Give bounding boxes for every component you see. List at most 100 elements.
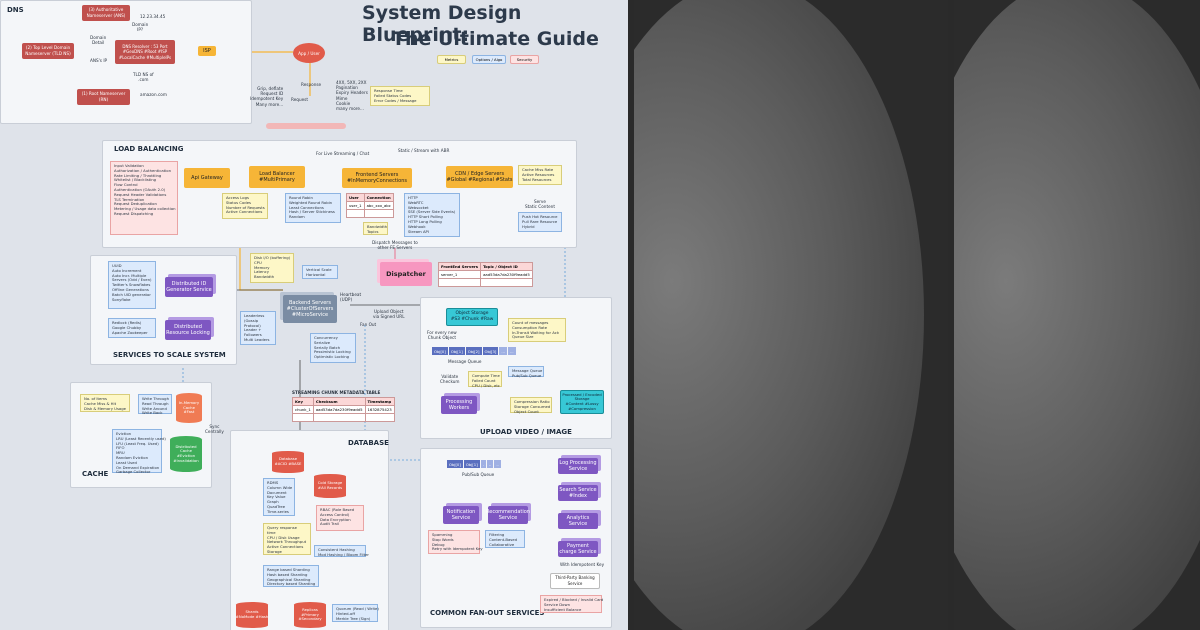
cache-title: CACHE <box>82 470 109 478</box>
ans-box: (3) Authoritative Nameserver (ANS) <box>82 5 130 21</box>
dns-ip-text: 12.23.34.45 <box>140 14 166 19</box>
static-stream-label: Static / Stream with ABR <box>398 148 450 153</box>
user-cell: user_1 <box>346 201 365 210</box>
metadata-table-title: STREAMING CHUNK METADATA TABLE <box>292 390 381 395</box>
title-line-2: The Ultimate Guide <box>392 28 599 50</box>
banking-errors-list: Expired / Blocked / Invalid Card Service… <box>540 595 603 613</box>
object-storage-box: Object Storage #S3 #Chunk #Raw <box>446 308 498 326</box>
legend-security: Security <box>510 55 539 64</box>
shards-cylinder: Shards #NoMode #Hash <box>236 602 268 628</box>
preview-panel-right <box>954 0 1200 630</box>
processing-workers-box: Processing Workers <box>441 396 477 414</box>
hashing-list: Consistent Hashing Mod Hashing / Bloom F… <box>314 545 369 557</box>
api-gateway-box: Api Gateway <box>184 168 230 188</box>
notification-options-list: Spamming Stop Words Debug Retry with Ide… <box>428 530 483 554</box>
pubsub-item: .. <box>486 460 494 468</box>
topic-header: Topic / Object ID <box>480 262 533 271</box>
timestamp-cell: 1632875423 <box>364 405 395 414</box>
fe-server-cell: server_1 <box>437 270 482 279</box>
fan-out-label: Fan Out <box>360 322 377 327</box>
validate-label: Validate Checkum <box>440 374 460 385</box>
every-chunk-label: For every new Chunk Object <box>427 330 457 341</box>
response-list: 4XX, 5XX, 2XX Pagination Expiry Headers … <box>336 80 368 112</box>
topic-cell: aad53da7da230f9eadd5 <box>480 270 533 279</box>
processed-storage-box: Processed / Encoded Storage #Content #Lo… <box>560 390 604 414</box>
storage-metrics-list: Count of messages Consumption Rate In-Tr… <box>508 318 566 342</box>
connection-header: Connection <box>363 193 394 202</box>
pubsub-item: Obj[1] <box>463 460 480 468</box>
concurrency-list: Concurrency Serialize Serially Batch Pes… <box>310 333 356 363</box>
message-queue: Obj[0] Obj[1] Obj[2] Obj[3] ... ... <box>432 347 516 355</box>
response-metrics: Response Time Failed Status Codes Error … <box>370 86 430 106</box>
replicas-cylinder: Replicas #Primary #Secondary <box>294 602 326 628</box>
quorum-list: Quorum (Read / Write) Hinted-off Merkle … <box>332 604 379 622</box>
db-security-list: RBAC (Role Based Access Control) Data En… <box>316 505 364 531</box>
dns-title: DNS <box>7 6 24 14</box>
notification-service-box: Notification Service <box>443 506 479 524</box>
payment-service-box: Payment charge Service <box>558 541 598 557</box>
sync-label: Sync Centrally <box>205 424 224 435</box>
preview-panel-left <box>634 0 948 630</box>
pubsub-label: Pub/Sub Queue <box>462 472 495 477</box>
bandwidth-topics: Bandwidth Topics <box>363 222 388 235</box>
timestamp-header: Timestamp <box>364 397 395 406</box>
backend-metrics-list: Disk I/O (buffering) CPU Memory Latency … <box>250 253 294 283</box>
sharding-list: Range based Sharding Hash based Sharding… <box>263 565 319 587</box>
compression-metrics-list: Compression Ratio Storage Consumed Objec… <box>510 397 552 413</box>
load-balancing-title: LOAD BALANCING <box>114 145 184 153</box>
message-queue-label: Message Queue <box>448 359 482 364</box>
cdn-metrics-list: Cache Miss Rate Active Resources Total R… <box>518 165 562 185</box>
domain-ip-text: Domain IP? <box>132 22 149 33</box>
request-bar <box>266 123 346 129</box>
upload-title: UPLOAD VIDEO / IMAGE <box>480 428 572 436</box>
pubsub-queue: Obj[0] Obj[1] . .. .. <box>447 460 501 468</box>
log-processing-box: Log Processing Service <box>558 458 598 474</box>
processing-metrics-list: Compute Time Failed Count CPU / Disk, et… <box>468 371 502 387</box>
checksum-header: Checksum <box>312 397 366 406</box>
cdn-options-list: Push Hot Resource Pull Rare Resource Hyb… <box>518 212 562 232</box>
database-cylinder: Database #ACID #BASE <box>272 451 304 473</box>
lb-algorithms-list: Round Robin Weighted Round Robin Least C… <box>285 193 341 223</box>
banking-service-box: Third-Party Banking Service <box>550 573 600 589</box>
key-cell: chunk_1 <box>292 405 314 414</box>
app-user-node: App / User <box>293 43 325 63</box>
search-service-box: Search Service #Index <box>558 485 598 501</box>
domain-detail-text: Domain Detail <box>90 35 107 46</box>
fe-servers-header: FrontEnd Servers <box>437 262 482 271</box>
fanout-title: COMMON FAN-OUT SERVICES <box>430 609 545 617</box>
cdn-edge-box: CDN / Edge Servers #Global #Regional #St… <box>446 166 513 188</box>
gray-arc-shape <box>634 0 924 630</box>
recommendation-options-list: Filtering Content-Based Collaborative <box>485 530 525 548</box>
gateway-security-list: Input Validation Authorization / Authent… <box>110 161 178 235</box>
frontend-servers-box: Frontend Servers #InMemoryConnections <box>342 168 412 188</box>
pubsub-item: Obj[0] <box>447 460 463 468</box>
scale-title: SERVICES TO SCALE SYSTEM <box>113 351 226 359</box>
root-box: (1) Root Nameserver (RN) <box>77 89 130 105</box>
user-header: User <box>346 193 365 202</box>
analytics-service-box: Analytics Service <box>558 513 598 529</box>
cache-metrics-list: No. of Items Cache Miss & Hit Disk & Mem… <box>80 394 130 412</box>
load-balancer-box: Load Balancer #MultiPrimary <box>249 166 305 188</box>
gray-arc-shape <box>954 0 1200 630</box>
scale-options-list: Vertical Scale Horizontal <box>302 265 338 279</box>
response-label: Response <box>301 82 322 87</box>
connection-cell: abc_xxx_abc <box>363 201 394 210</box>
key-header: Key <box>292 397 314 406</box>
queue-item: Obj[0] <box>432 347 448 355</box>
dispatch-label: Dispatch Messages to other FE Servers <box>372 240 418 251</box>
tld-box: (2) Top Level Domain Nameserver (TLD NS) <box>22 43 74 59</box>
idempotent-label: With Idempotent Key <box>560 562 605 567</box>
lock-options-list: Redlock (Redis) Google Chubby Apache Zoo… <box>108 318 156 338</box>
gateway-metrics-list: Access Logs Status Codes Number of Reque… <box>222 193 268 219</box>
db-types-list: RDMS Column Wide Document Key Value Grap… <box>263 478 295 516</box>
dns-resolver-box: DNS Resolver : 53 Port #GeoDNS #Root #IS… <box>115 40 175 64</box>
legend-options: Options / Algo <box>472 55 506 64</box>
pubsub-item: . <box>480 460 486 468</box>
heartbeat-label: Heartbeat (UDP) <box>340 292 362 303</box>
isp-box: ISP <box>198 46 216 56</box>
request-list: Grip, deflate Request ID Idempotent Key … <box>250 86 284 107</box>
queue-item: Obj[2] <box>465 347 482 355</box>
live-streaming-label: For Live Streaming / Chat <box>316 151 370 156</box>
tld-ns-text: TLD NS of .com <box>133 72 154 83</box>
